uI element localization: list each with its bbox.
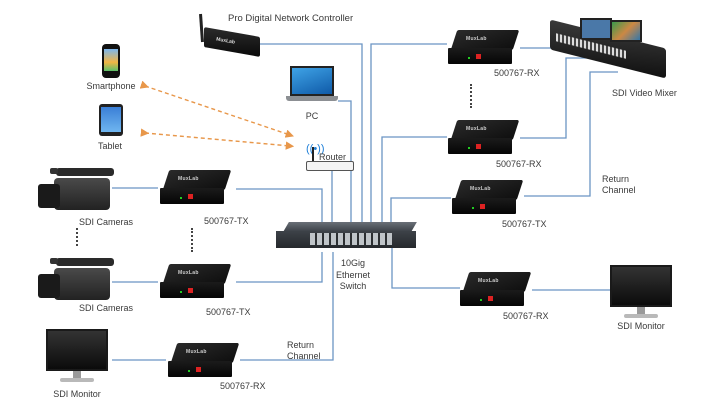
tx-1-label: 500767-TX — [204, 216, 249, 226]
line-switch-rx-left — [240, 252, 334, 361]
sdi-video-mixer-device — [550, 12, 670, 79]
tablet-icon — [99, 104, 123, 136]
smartphone-icon — [102, 44, 120, 78]
rx-bottom-label: 500767-RX — [503, 311, 549, 321]
line-rx-mid-mixer — [520, 57, 590, 139]
return-right-line-1: Return — [602, 174, 630, 184]
muxlab-logo: MuxLab — [478, 278, 499, 284]
return-left-line-1: Return — [287, 340, 315, 350]
rx-bottom-device: MuxLab — [460, 272, 532, 308]
return-channel-right-label: Return Channel — [602, 174, 636, 196]
line-rx-mid-switch — [381, 136, 447, 232]
tablet-label: Tablet — [97, 141, 123, 151]
mixer-label: SDI Video Mixer — [612, 88, 677, 98]
rx-top-device: MuxLab — [448, 30, 520, 66]
rx-left-label: 500767-RX — [220, 381, 266, 391]
sdi-monitor-right-icon — [610, 265, 672, 323]
switch-label-line-2: Ethernet — [335, 269, 371, 280]
sdi-camera-1-icon — [36, 166, 126, 216]
pc-laptop-icon — [286, 66, 338, 110]
muxlab-logo: MuxLab — [178, 270, 199, 276]
router-label: Router — [319, 152, 347, 162]
monitor-left-label: SDI Monitor — [53, 389, 101, 399]
pc-label: PC — [305, 111, 319, 121]
line-tx2-switch — [236, 252, 323, 283]
camera-1-label: SDI Cameras — [78, 217, 133, 227]
return-left-line-2: Channel — [287, 351, 321, 361]
muxlab-logo: MuxLab — [466, 126, 487, 132]
tx-right-device: MuxLab — [452, 180, 524, 216]
tx-2-label: 500767-TX — [206, 307, 251, 317]
ethernet-switch-device — [276, 222, 417, 252]
rx-mid-device: MuxLab — [448, 120, 520, 156]
rx-mid-label: 500767-RX — [496, 159, 542, 169]
muxlab-logo: MuxLab — [178, 176, 199, 182]
muxlab-logo: MuxLab — [186, 349, 207, 355]
line-rx-top-switch — [370, 43, 447, 232]
ellipsis-dots-rx — [470, 84, 474, 108]
switch-label-line-1: 10Gig — [340, 258, 366, 268]
muxlab-logo: MuxLab — [470, 186, 491, 192]
line-tx1-switch — [236, 188, 323, 232]
line-mixer-tx-right — [524, 71, 618, 197]
sdi-camera-2-icon — [36, 256, 126, 306]
rx-left-device: MuxLab — [168, 343, 240, 379]
camera-2-label: SDI Cameras — [78, 303, 133, 313]
return-right-line-2: Channel — [602, 185, 636, 195]
switch-label: 10Gig Ethernet Switch — [328, 258, 378, 293]
tx-right-label: 500767-TX — [502, 219, 547, 229]
switch-ports — [310, 233, 392, 245]
ellipsis-dots-tx — [191, 228, 195, 252]
muxlab-logo: MuxLab — [466, 36, 487, 42]
line-switch-rx-bottom — [391, 248, 460, 289]
smartphone-label: Smartphone — [86, 81, 136, 91]
return-channel-left-label: Return Channel — [287, 340, 321, 362]
switch-label-line-3: Switch — [339, 281, 367, 291]
wireless-arrow-smartphone — [139, 80, 294, 138]
line-tx-right-switch — [390, 197, 451, 232]
rx-top-label: 500767-RX — [494, 68, 540, 78]
line-pc-switch — [338, 100, 352, 232]
router-icon: ((•)) — [306, 143, 354, 173]
sdi-monitor-left-icon — [46, 329, 108, 387]
monitor-right-label: SDI Monitor — [617, 321, 665, 331]
tx-2-device: MuxLab — [160, 264, 232, 300]
tx-1-device: MuxLab — [160, 170, 232, 206]
ellipsis-dots-cameras — [76, 228, 80, 246]
controller-label: Pro Digital Network Controller — [228, 13, 354, 24]
wifi-icon: ((•)) — [306, 143, 325, 155]
line-controller-switch — [250, 43, 363, 232]
wireless-arrow-tablet — [140, 128, 295, 150]
